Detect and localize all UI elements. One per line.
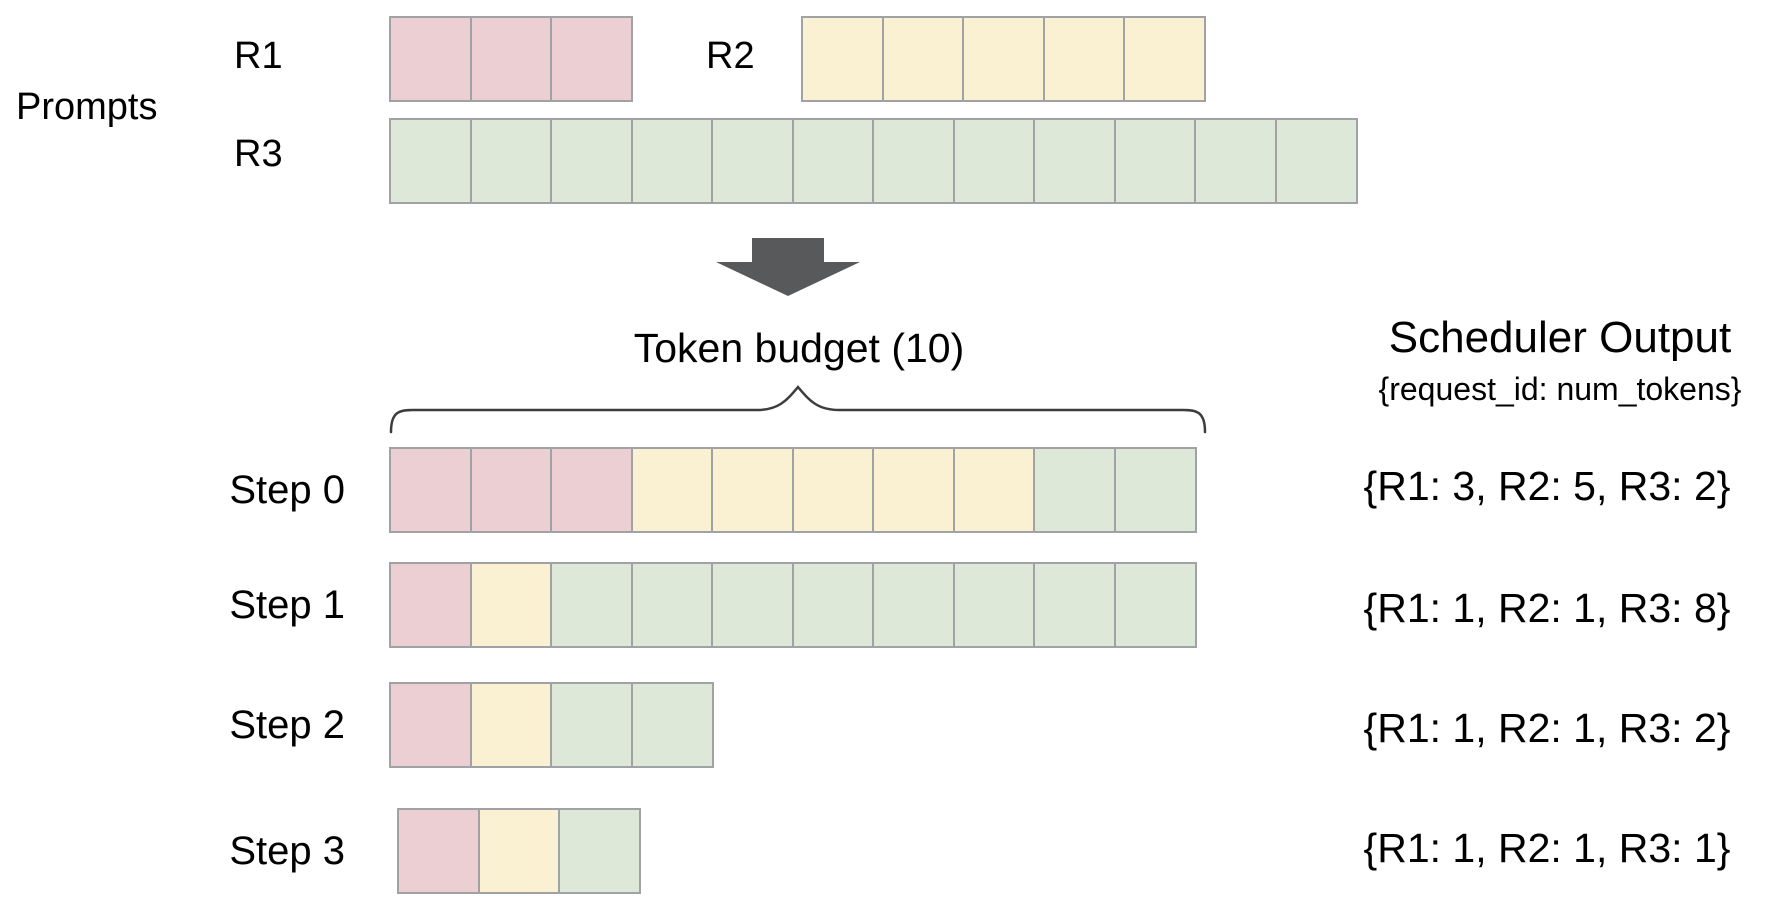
token-cell-r3 <box>469 118 553 204</box>
token-cell-r2 <box>1123 16 1206 102</box>
token-cell-r2 <box>469 562 553 648</box>
token-cell-r1 <box>389 16 472 102</box>
token-cell-r2 <box>962 16 1045 102</box>
token-cell-r1 <box>469 16 553 102</box>
token-cell-r3 <box>558 808 641 894</box>
token-cell-r3 <box>711 118 794 204</box>
token-cell-r3 <box>1113 447 1197 533</box>
token-cell-r1 <box>397 808 480 894</box>
token-cell-r2 <box>801 16 884 102</box>
prompt-r3-token-row <box>389 118 1358 204</box>
token-cell-r3 <box>791 118 875 204</box>
step-0-token-row <box>389 447 1197 533</box>
token-cell-r3 <box>630 682 714 768</box>
token-cell-r2 <box>952 447 1036 533</box>
token-cell-r3 <box>630 562 714 648</box>
token-cell-r3 <box>952 118 1036 204</box>
token-cell-r1 <box>550 447 633 533</box>
step-1-token-row <box>389 562 1197 648</box>
token-cell-r3 <box>1033 118 1116 204</box>
token-cell-r3 <box>1033 447 1116 533</box>
token-budget-label: Token budget (10) <box>633 325 965 371</box>
token-cell-r3 <box>389 118 472 204</box>
step-2-label: Step 2 <box>229 703 345 747</box>
down-arrow-icon <box>716 238 860 296</box>
prompt-r1-label: R1 <box>234 35 283 77</box>
token-cell-r2 <box>630 447 714 533</box>
prompts-group-label: Prompts <box>16 86 158 128</box>
token-cell-r3 <box>872 562 955 648</box>
prompt-r3-label: R3 <box>234 133 283 175</box>
token-cell-r3 <box>952 562 1036 648</box>
scheduler-output-step-2: {R1: 1, R2: 1, R3: 2} <box>1363 705 1731 751</box>
token-cell-r2 <box>469 682 553 768</box>
token-cell-r2 <box>1042 16 1126 102</box>
token-cell-r3 <box>872 118 955 204</box>
token-cell-r3 <box>550 118 633 204</box>
prompt-r2-token-row <box>801 16 1206 102</box>
token-cell-r2 <box>711 447 794 533</box>
token-cell-r1 <box>389 447 472 533</box>
scheduler-output-step-1: {R1: 1, R2: 1, R3: 8} <box>1363 585 1731 631</box>
token-cell-r2 <box>477 808 561 894</box>
token-cell-r3 <box>711 562 794 648</box>
token-cell-r3 <box>550 682 633 768</box>
token-cell-r3 <box>550 562 633 648</box>
token-cell-r3 <box>1113 118 1197 204</box>
step-2-token-row <box>389 682 714 768</box>
token-cell-r3 <box>1113 562 1197 648</box>
scheduler-output-step-0: {R1: 3, R2: 5, R3: 2} <box>1363 463 1731 509</box>
token-cell-r2 <box>881 16 965 102</box>
token-cell-r2 <box>791 447 875 533</box>
token-cell-r3 <box>1194 118 1277 204</box>
scheduler-output-title: Scheduler Output <box>1388 313 1732 362</box>
token-cell-r3 <box>791 562 875 648</box>
prompt-r2-label: R2 <box>706 35 755 77</box>
token-cell-r1 <box>389 682 472 768</box>
scheduler-output-step-3: {R1: 1, R2: 1, R3: 1} <box>1363 825 1731 871</box>
step-0-label: Step 0 <box>229 468 345 512</box>
token-budget-brace <box>389 385 1207 434</box>
prompt-r1-token-row <box>389 16 633 102</box>
step-3-token-row <box>397 808 641 894</box>
scheduler-output-format: {request_id: num_tokens} <box>1378 371 1742 407</box>
token-cell-r3 <box>630 118 714 204</box>
token-cell-r2 <box>872 447 955 533</box>
step-3-label: Step 3 <box>229 829 345 873</box>
token-cell-r1 <box>389 562 472 648</box>
token-cell-r1 <box>550 16 633 102</box>
token-cell-r3 <box>1033 562 1116 648</box>
token-cell-r1 <box>469 447 553 533</box>
step-1-label: Step 1 <box>229 583 345 627</box>
token-cell-r3 <box>1274 118 1358 204</box>
